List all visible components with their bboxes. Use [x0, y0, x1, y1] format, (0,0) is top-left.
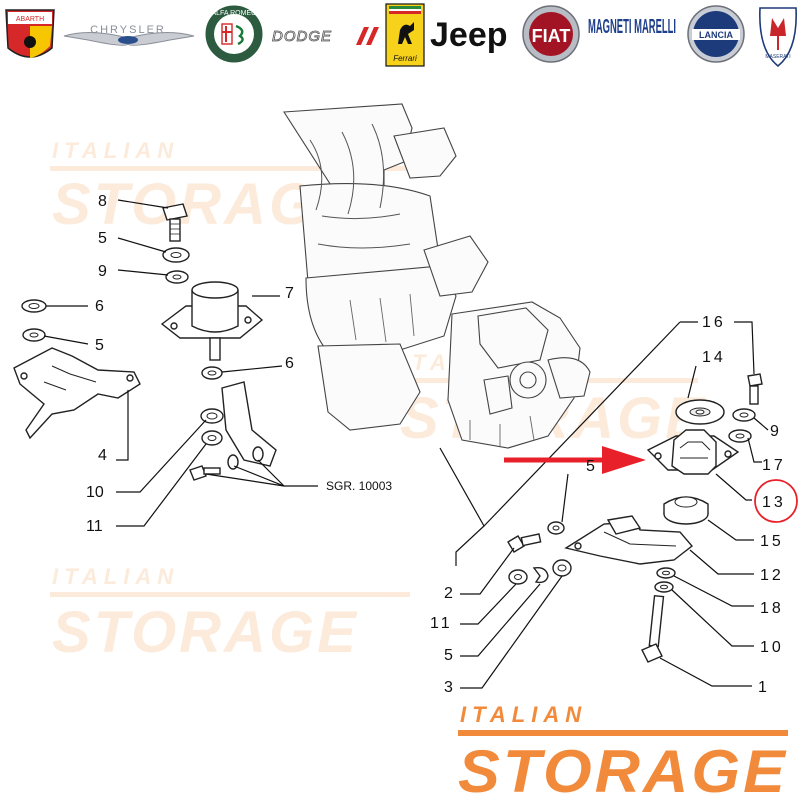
washer-part-10a	[200, 408, 224, 424]
label-17: 17	[762, 457, 786, 474]
label-5c: 5	[586, 458, 595, 475]
label-6a: 6	[95, 298, 104, 315]
label-10a: 10	[86, 484, 104, 501]
left-part-labels: 8 5 9 7 6 5 6 4 10 11 SGR. 10003	[86, 193, 392, 535]
rubber-mount-part-7	[160, 281, 264, 361]
bolt-part-16	[747, 373, 763, 405]
svg-text:STORAGE: STORAGE	[458, 738, 788, 800]
washer-part-10b	[654, 581, 674, 593]
label-5a: 5	[98, 230, 107, 247]
bracket-part-4	[13, 347, 141, 440]
label-11a: 11	[86, 518, 103, 535]
left-leader-lines	[43, 199, 318, 527]
label-14: 14	[702, 349, 726, 366]
nut-part-11b	[508, 569, 528, 585]
label-9a: 9	[98, 263, 107, 280]
label-13: 13	[762, 494, 786, 511]
bolt-part-2	[507, 533, 542, 553]
right-mount-assembly	[507, 373, 763, 663]
svg-text:CHRYSLER: CHRYSLER	[90, 24, 166, 36]
washer-part-6a	[21, 299, 47, 313]
highlight-circle-13	[754, 479, 798, 523]
label-18: 18	[760, 600, 784, 617]
magneti-marelli-logo: MAGNETI MARELLI	[588, 16, 676, 38]
long-bolt-part-1	[641, 594, 665, 663]
washer-part-3	[552, 559, 572, 577]
label-5b: 5	[95, 337, 104, 354]
highlight-arrow	[504, 446, 646, 474]
washer-part-18	[656, 567, 676, 579]
label-1: 1	[758, 679, 767, 696]
label-11b: 11	[430, 615, 453, 632]
svg-text:DODGE: DODGE	[272, 28, 332, 45]
svg-text:ITALIAN: ITALIAN	[460, 702, 587, 727]
label-4: 4	[98, 447, 107, 464]
bushing-part-15	[663, 496, 709, 525]
brand-logo-bar: ABARTH CHRYSLER ALFA ROMEO DODGE	[5, 3, 797, 68]
nut-part-6b	[201, 366, 223, 380]
label-9b: 9	[770, 423, 779, 440]
svg-text:LANCIA: LANCIA	[699, 30, 733, 40]
support-bracket	[189, 381, 277, 481]
washer-part-17	[728, 429, 752, 443]
label-2: 2	[444, 585, 453, 602]
svg-text:MASERATI: MASERATI	[765, 54, 790, 60]
dodge-logo: DODGE	[272, 27, 379, 45]
label-8: 8	[98, 193, 107, 210]
svg-text:ITALIAN: ITALIAN	[52, 138, 179, 163]
washer-part-5c	[547, 521, 565, 535]
label-3: 3	[444, 679, 453, 696]
label-15: 15	[760, 533, 784, 550]
chrysler-logo: CHRYSLER	[63, 24, 195, 46]
jeep-logo: Jeep	[430, 16, 508, 54]
svg-text:ITALIAN: ITALIAN	[52, 564, 179, 589]
alfa-romeo-logo: ALFA ROMEO	[205, 5, 263, 63]
washer-part-5a	[162, 247, 190, 263]
abarth-logo: ABARTH	[5, 9, 55, 58]
svg-text:ABARTH: ABARTH	[16, 16, 44, 23]
washer-part-9b	[732, 408, 756, 422]
reference-note: SGR. 10003	[326, 479, 392, 493]
italian-storage-logo: ITALIAN STORAGE	[458, 702, 788, 800]
nut-part-11a	[201, 430, 223, 446]
svg-text:STORAGE: STORAGE	[52, 600, 359, 665]
engine-block-drawing	[283, 103, 591, 449]
label-12: 12	[760, 567, 784, 584]
label-6b: 6	[285, 355, 294, 372]
lancia-logo: LANCIA	[687, 5, 745, 63]
svg-text:MAGNETI MARELLI: MAGNETI MARELLI	[588, 16, 676, 38]
left-mount-assembly	[13, 203, 277, 481]
label-7: 7	[285, 285, 294, 302]
svg-text:ALFA ROMEO: ALFA ROMEO	[211, 10, 257, 17]
svg-text:Ferrari: Ferrari	[393, 54, 417, 63]
mount-part-13	[646, 429, 740, 475]
label-10b: 10	[760, 639, 784, 656]
right-part-labels: 16 14 9 17 5 13 15 12 18 10 1 2 11 5 3	[430, 314, 786, 696]
washer-part-9a	[165, 270, 189, 284]
right-leader-lines	[439, 321, 769, 689]
label-5d: 5	[444, 647, 453, 664]
cup-part-14	[675, 399, 725, 425]
svg-text:Jeep: Jeep	[430, 16, 508, 54]
washer-part-5b	[22, 328, 46, 342]
watermark-faint-lower: ITALIAN STORAGE	[50, 564, 410, 665]
fiat-logo: FIAT	[522, 5, 580, 63]
bracket-part-12	[564, 515, 694, 565]
washer-part-5d	[532, 566, 549, 584]
bolt-part-8	[162, 203, 188, 242]
label-16: 16	[702, 314, 726, 331]
ferrari-logo: Ferrari	[385, 3, 425, 67]
maserati-logo: MASERATI	[759, 7, 797, 68]
svg-text:FIAT: FIAT	[532, 26, 571, 46]
